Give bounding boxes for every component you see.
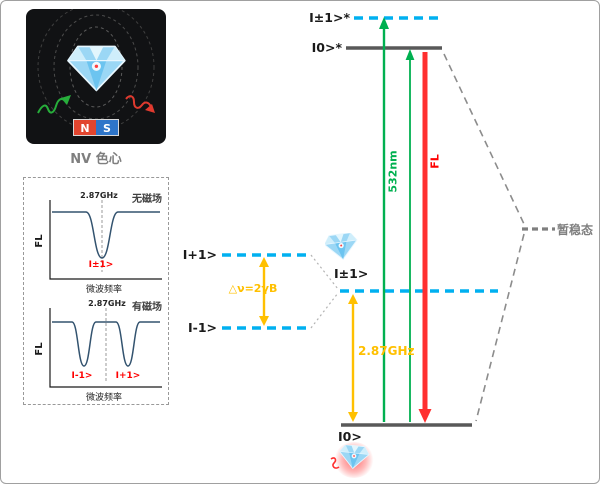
excitation-arrowhead2-icon: [405, 49, 415, 60]
label-excited-zero: I0>*: [311, 40, 342, 55]
odmr2-condition-label: 有磁场: [132, 302, 162, 313]
magnetic-field-line: [69, 26, 123, 108]
odmr2-axes: [49, 308, 162, 388]
label-pm1: I±1>: [334, 266, 369, 281]
decay-path-lower: [475, 233, 525, 422]
odmr1-spectrum-curve: [52, 211, 160, 259]
odmr2-dip-left-label: I-1>: [71, 371, 93, 381]
odmr1-condition-label: 无磁场: [132, 194, 162, 205]
nv-center-illustration: N S: [26, 9, 166, 144]
zfs-arrowhead-up-icon: [348, 294, 358, 304]
zfs-arrowhead-down-icon: [348, 412, 358, 422]
zero-field-splitting-label: 2.87GHz: [358, 344, 415, 358]
odmr1-axes: [49, 200, 162, 280]
label-ground: I0>: [338, 429, 362, 444]
diamond-gem-icon: [67, 45, 126, 92]
odmr2-dip-right-label: I+1>: [115, 371, 141, 381]
odmr2-frequency-label: 2.87GHz: [88, 299, 126, 308]
excitation-wavelength-label: 532nm: [386, 150, 400, 193]
red-fluorescence-squiggle-arrow: [125, 95, 152, 109]
odmr2-spectrum-curve: [52, 321, 160, 367]
odmr2-plot: [49, 308, 162, 388]
magnet-north-pole: N: [73, 119, 96, 136]
odmr2-x-axis-label: 微波频率: [85, 393, 122, 403]
zeeman-arrowhead-down-icon: [259, 316, 269, 326]
odmr1-dip-label: I±1>: [88, 260, 114, 270]
diamond-gem-icon: [339, 445, 371, 471]
fluorescence-label: FL: [428, 154, 442, 169]
decay-path-upper: [443, 53, 525, 225]
odmr1-plot: [49, 200, 162, 280]
zeeman-splitting-label: △ν=2γB: [228, 282, 278, 295]
gem-at-ground-level: [339, 445, 371, 471]
red-squiggle-icon: [330, 457, 340, 469]
diamond-gem-icon: [325, 233, 360, 263]
gem-at-pm1-level: [325, 233, 360, 263]
odmr-spectra-panel: 2.87GHz 无磁场 FL I±1> 微波频率 2.87GHz 有磁场 FL …: [23, 177, 169, 405]
label-minus1: I-1>: [187, 320, 217, 335]
odmr1-x-axis-label: 微波频率: [85, 285, 122, 295]
nv-illustration-graphic: [37, 9, 155, 131]
nv-caption: NV 色心: [70, 152, 122, 167]
green-squiggle-arrowhead-icon: [61, 95, 71, 105]
zeeman-arrowhead-up-icon: [259, 257, 269, 267]
odmr1-frequency-label: 2.87GHz: [80, 191, 118, 200]
excitation-arrowhead-icon: [379, 17, 389, 29]
split-connector-lower: [310, 292, 339, 329]
fluorescence-squiggle: [330, 457, 340, 469]
magnetic-field-line: [37, 9, 155, 131]
green-excitation-squiggle-arrow: [37, 97, 66, 114]
label-plus1: I+1>: [182, 247, 217, 262]
label-metastable: 暂稳态: [557, 223, 594, 237]
label-excited-pm1: I±1>*: [309, 10, 350, 25]
fluorescence-arrowhead-icon: [418, 409, 432, 423]
red-squiggle-arrowhead-icon: [145, 104, 155, 113]
magnet-south-pole: S: [96, 119, 119, 136]
